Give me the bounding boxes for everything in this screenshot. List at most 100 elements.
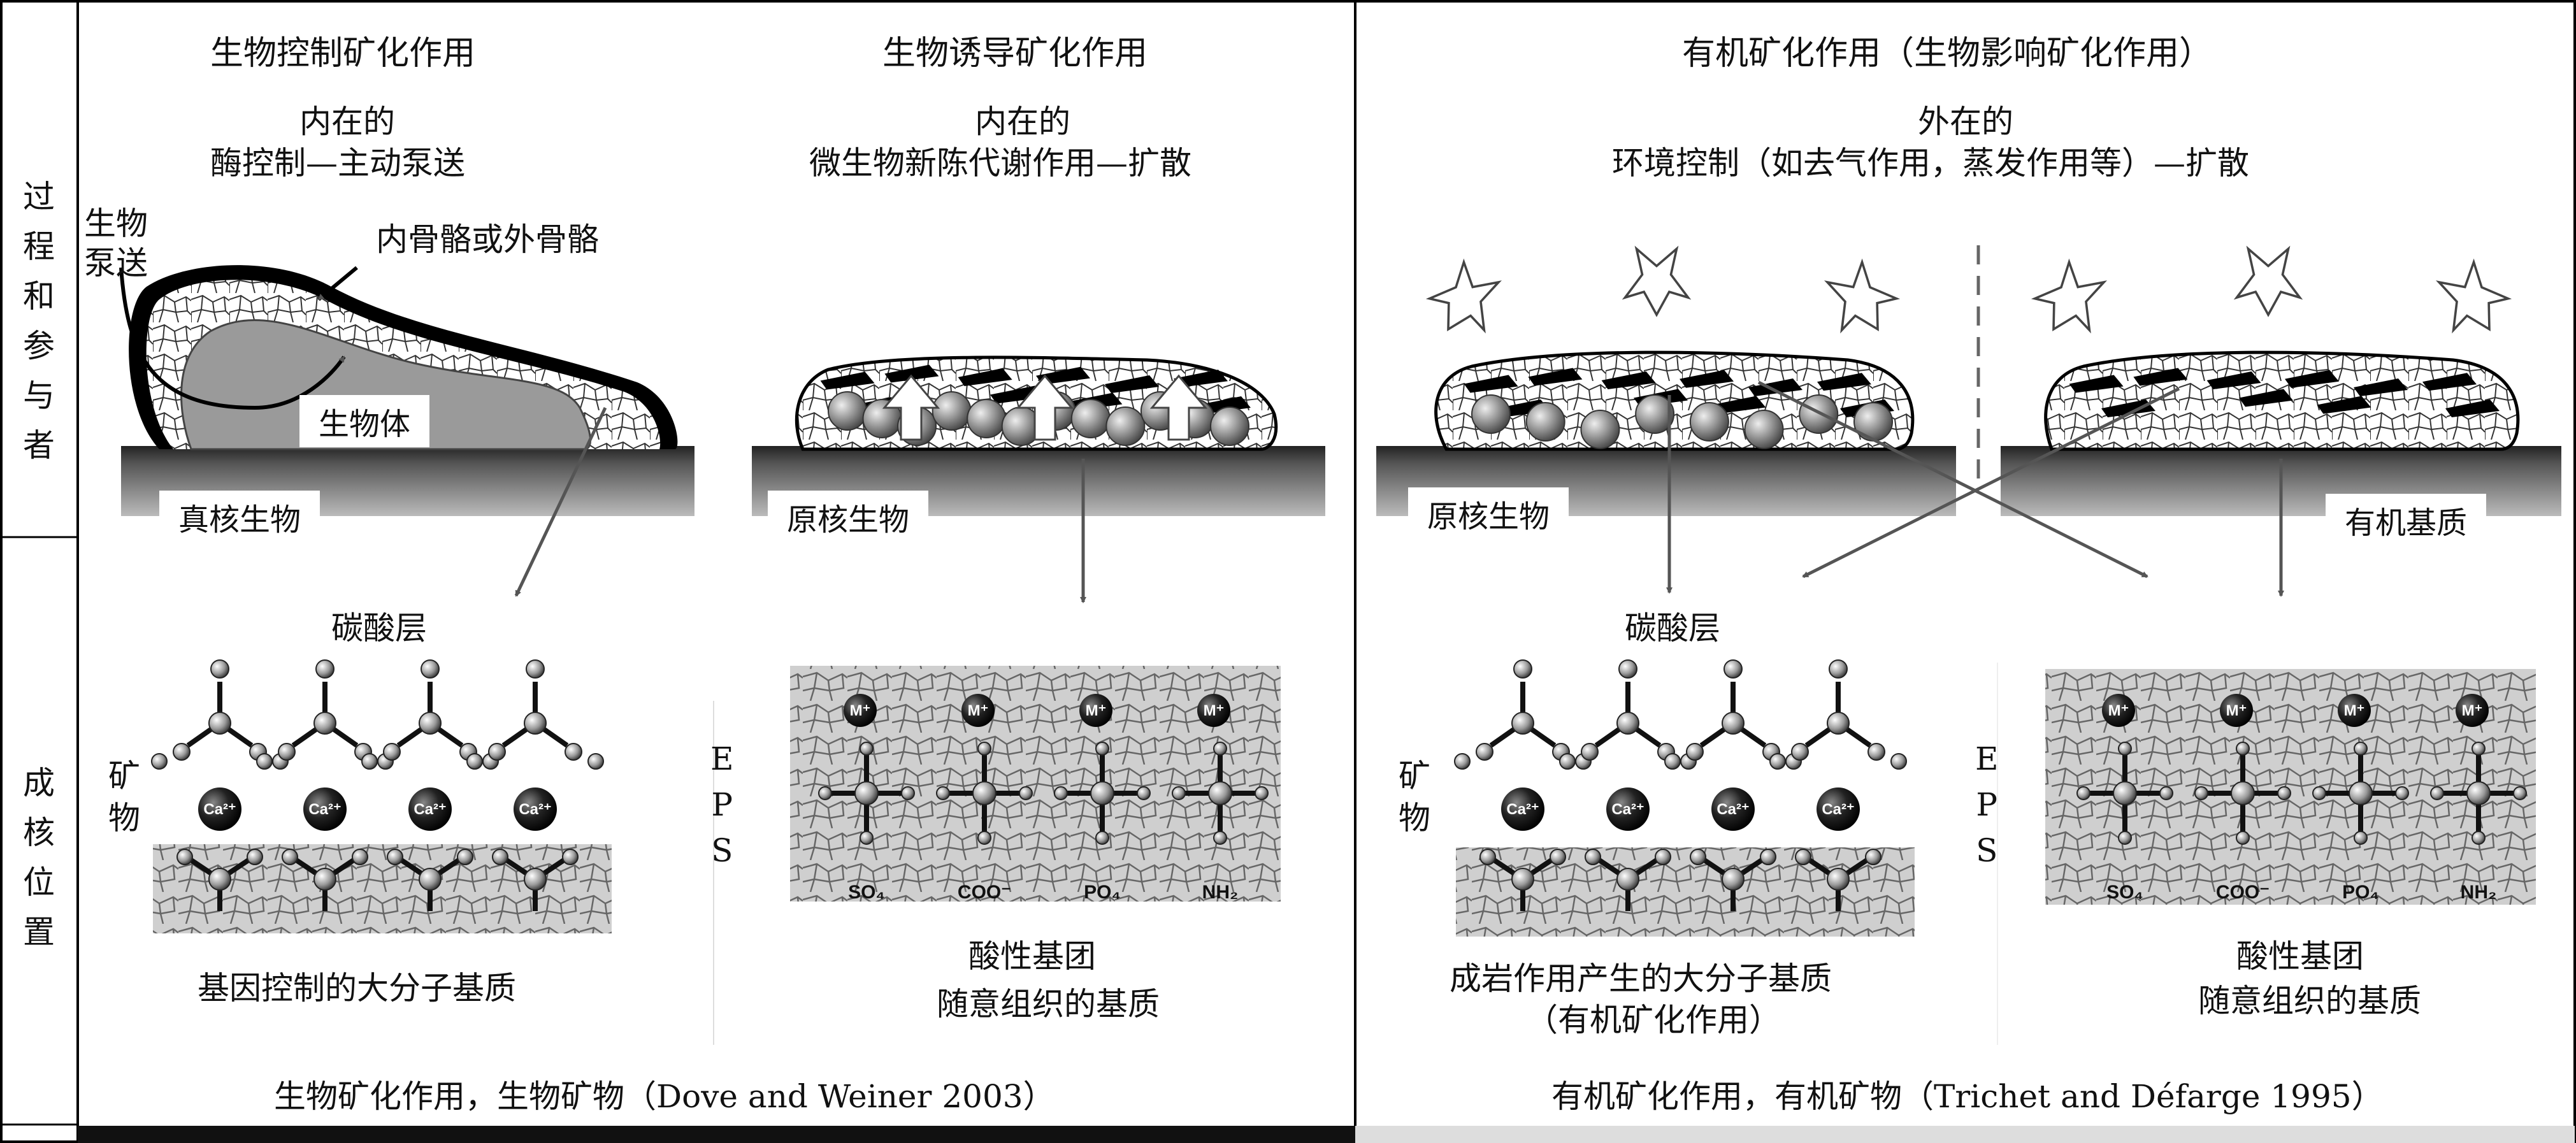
panel2-line2: 微生物新陈代谢作用—扩散 [809, 145, 1191, 182]
mineral-shard [1711, 396, 1766, 414]
atom [208, 712, 231, 735]
bacterium [1744, 410, 1784, 449]
atom [2472, 742, 2486, 756]
panel3-caption-right2: 随意组织的基质 [2198, 982, 2421, 1019]
atom [1213, 831, 1227, 845]
skeleton-label: 内骨骼或外骨骼 [376, 221, 599, 258]
panel3-title: 有机矿化作用（生物影响矿化作用） [1682, 34, 2213, 73]
atom [151, 753, 168, 770]
ion [408, 787, 452, 831]
environment-arrow [1622, 245, 1692, 317]
atom [208, 868, 231, 891]
atom [1722, 868, 1745, 891]
atom [313, 712, 336, 735]
atom [977, 742, 991, 756]
atom [1511, 712, 1534, 735]
atom [818, 786, 832, 800]
mineral-shard [1464, 375, 1518, 393]
mineral-shard [2206, 371, 2261, 389]
atom [1827, 868, 1850, 891]
bacterium [1210, 406, 1249, 446]
ion [1501, 787, 1544, 831]
bacterium [1853, 402, 1893, 442]
atom [278, 743, 296, 761]
carbonate-label-1: 碳酸层 [331, 610, 427, 647]
atom [488, 743, 506, 761]
ion [2220, 694, 2253, 727]
atom [1686, 743, 1704, 761]
atom [901, 786, 915, 800]
functional-group-label: COO⁻ [958, 882, 1011, 903]
mineral-shard [1601, 371, 1656, 389]
bacterium [932, 391, 972, 431]
atom [972, 781, 997, 805]
mineral-shard [1680, 370, 1734, 388]
atom [2236, 831, 2250, 845]
ion-label: Ca²⁺ [203, 801, 236, 818]
atom [176, 849, 193, 865]
atom [457, 849, 473, 865]
atom [562, 849, 579, 865]
atom [1454, 753, 1471, 770]
atom [2236, 742, 2250, 756]
ion-label: Ca²⁺ [1822, 801, 1854, 818]
atom [1172, 786, 1186, 800]
atom [524, 712, 547, 735]
atom [2349, 781, 2373, 805]
mineral-shard [2317, 396, 2371, 414]
mineral-shard [2285, 370, 2339, 388]
mineral-shard [2133, 368, 2188, 386]
atom [383, 743, 401, 761]
atom [2159, 786, 2173, 800]
atom [2194, 786, 2208, 800]
atom [1255, 786, 1269, 800]
ion [1606, 787, 1650, 831]
ion [1197, 694, 1230, 727]
functional-group-label: SO₄ [848, 882, 885, 903]
atom [977, 831, 991, 845]
atom [2354, 742, 2368, 756]
atom [1723, 659, 1743, 679]
ion-label: M⁺ [2462, 702, 2483, 719]
atom [352, 849, 368, 865]
mineral-shard [958, 368, 1012, 386]
bacterium [1635, 394, 1675, 434]
prokaryote-label-2: 原核生物 [768, 491, 929, 543]
mineral-label-3: 矿物 [1399, 758, 1430, 837]
functional-group-label: PO₄ [2342, 882, 2379, 903]
atom [565, 743, 582, 761]
functional-group-label: PO₄ [1084, 882, 1121, 903]
ion-label: M⁺ [2108, 702, 2129, 719]
carbonate-label-3: 碳酸层 [1625, 610, 1720, 647]
atom [282, 849, 298, 865]
atom [1054, 786, 1068, 800]
functional-group-label: NH₂ [1202, 882, 1239, 903]
mineral-shard [1105, 375, 1159, 393]
ion [1817, 787, 1860, 831]
atom [2113, 781, 2137, 805]
atom [1019, 786, 1033, 800]
atom [1513, 659, 1532, 679]
atom [313, 868, 336, 891]
atom [1616, 868, 1639, 891]
atom [2076, 786, 2090, 800]
ion-label: M⁺ [2344, 702, 2365, 719]
ion [514, 787, 557, 831]
atom [587, 753, 604, 770]
atom [387, 849, 403, 865]
atom [1829, 659, 1848, 679]
bacterium [1689, 402, 1729, 442]
mineral-shard [1817, 373, 1871, 391]
atom [524, 868, 547, 891]
atom [1722, 712, 1745, 735]
eukaryote-label: 真核生物 [159, 491, 320, 543]
mineral-label-1: 矿物 [108, 758, 140, 837]
carbonate-layer-1: Ca²⁺Ca²⁺Ca²⁺Ca²⁺ [151, 659, 604, 911]
atom [1137, 786, 1151, 800]
ion [198, 787, 241, 831]
mineral-shard [1174, 370, 1228, 388]
atom [2231, 781, 2255, 805]
organic-matrix-label: 有机基质 [2326, 494, 2487, 546]
mineral-shard [2239, 389, 2293, 407]
